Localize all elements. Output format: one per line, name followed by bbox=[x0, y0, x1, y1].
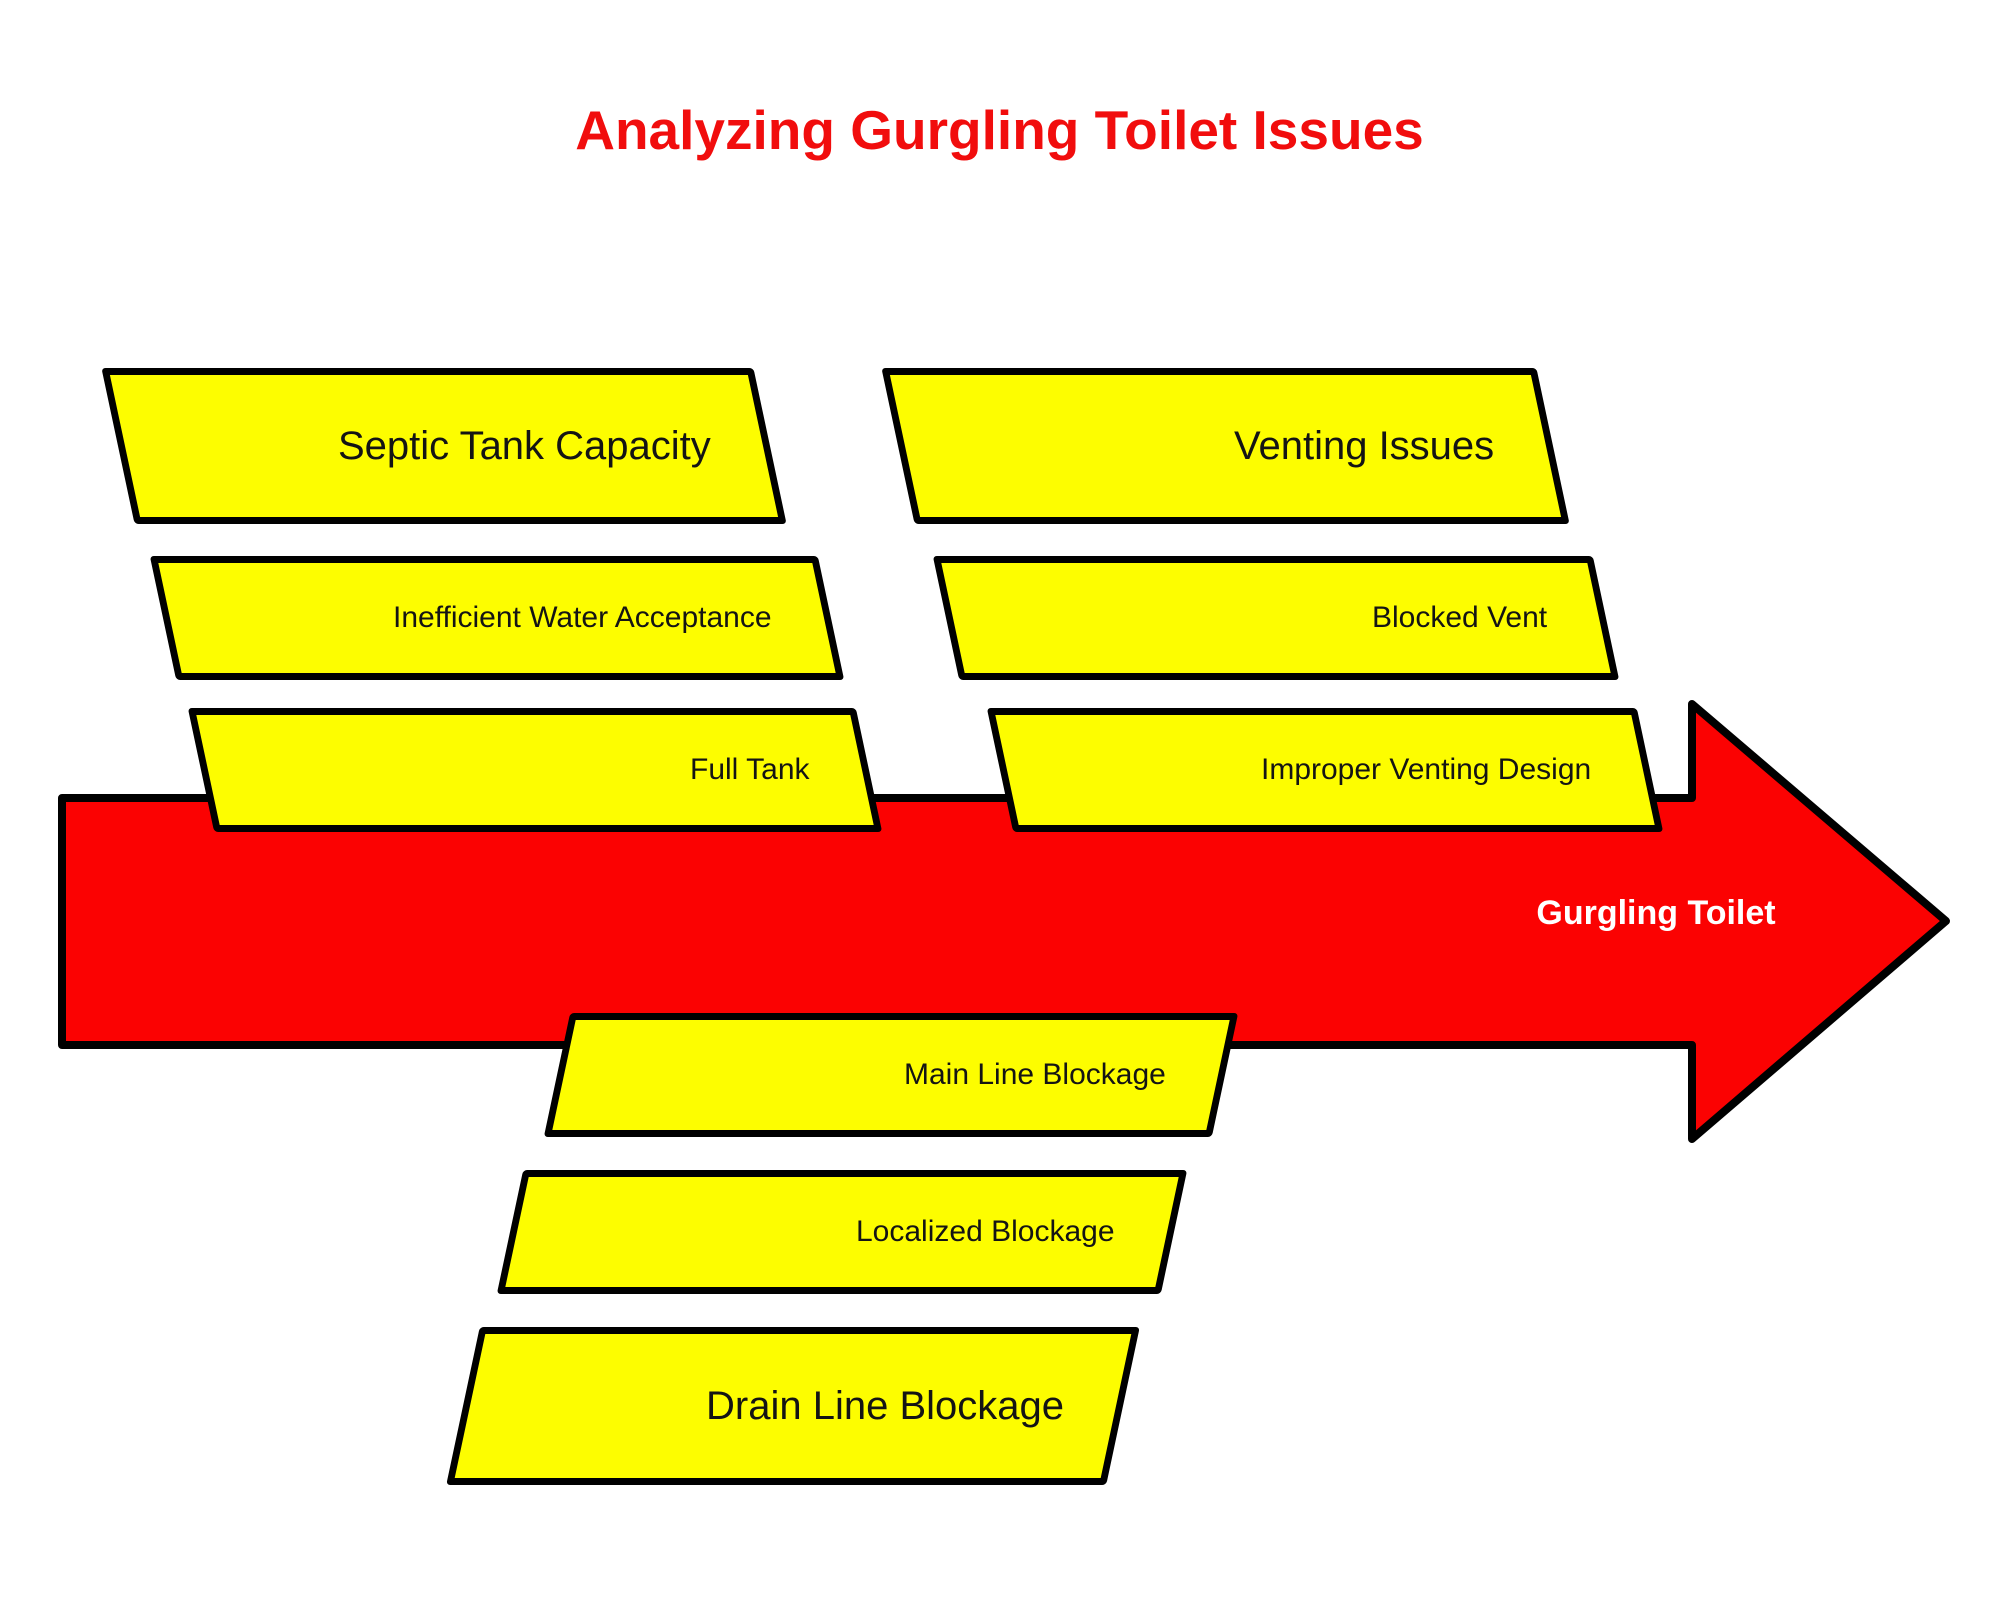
category-box-venting-issues: Venting Issues bbox=[881, 368, 1570, 524]
cause-label: Improper Venting Design bbox=[1260, 753, 1591, 786]
diagram-title: Analyzing Gurgling Toilet Issues bbox=[575, 99, 1424, 161]
cause-label: Inefficient Water Acceptance bbox=[393, 601, 772, 634]
category-label: Venting Issues bbox=[1233, 423, 1494, 468]
cause-box-full-tank: Full Tank bbox=[187, 708, 883, 832]
category-label: Septic Tank Capacity bbox=[338, 423, 711, 468]
category-box-drain-line-blockage: Drain Line Blockage bbox=[446, 1327, 1140, 1485]
cause-box-inefficient-water-acceptance: Inefficient Water Acceptance bbox=[149, 556, 845, 680]
cause-label: Blocked Vent bbox=[1371, 601, 1547, 634]
cause-label: Localized Blockage bbox=[856, 1215, 1115, 1248]
cause-box-main-line-blockage: Main Line Blockage bbox=[543, 1013, 1239, 1137]
effect-label: Gurgling Toilet bbox=[1536, 894, 1776, 932]
category-label: Drain Line Blockage bbox=[706, 1383, 1064, 1428]
cause-label: Main Line Blockage bbox=[904, 1058, 1166, 1091]
cause-label: Full Tank bbox=[690, 753, 810, 786]
cause-box-improper-venting-design: Improper Venting Design bbox=[986, 708, 1664, 832]
cause-box-localized-blockage: Localized Blockage bbox=[496, 1170, 1188, 1294]
cause-box-blocked-vent: Blocked Vent bbox=[932, 556, 1620, 680]
category-box-septic-tank-capacity: Septic Tank Capacity bbox=[101, 368, 787, 524]
